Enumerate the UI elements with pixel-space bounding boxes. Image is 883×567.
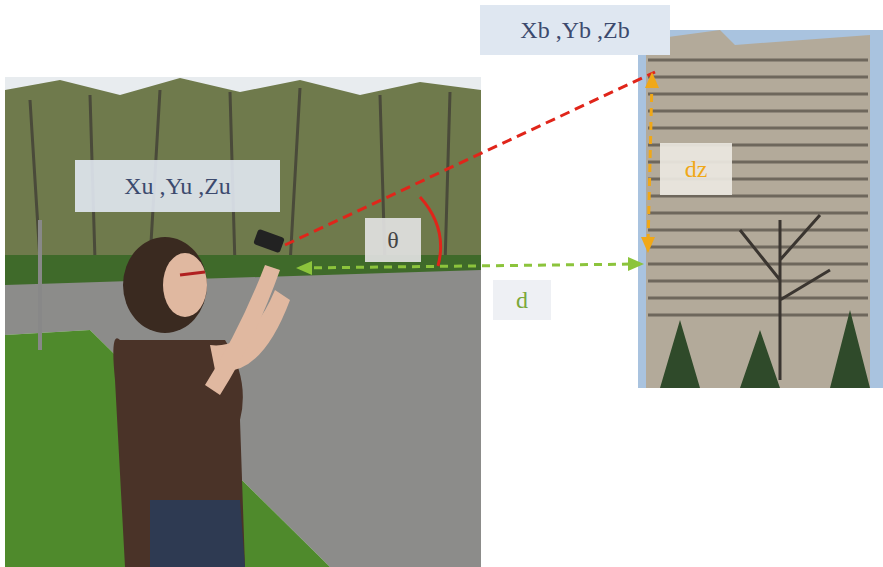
arrowheads [641, 72, 659, 253]
photo-sky [638, 30, 883, 388]
window-band [648, 59, 868, 62]
building [646, 30, 870, 388]
face [163, 253, 207, 317]
window-band [648, 229, 868, 232]
tree-trunks [30, 88, 450, 265]
label-box: Xb ,Yb ,Zb [480, 5, 670, 55]
label-text: d [516, 287, 528, 313]
phone [253, 229, 285, 254]
window-band [648, 76, 868, 79]
label-box: θ [365, 218, 421, 262]
photo-sky [5, 77, 481, 567]
window-band [648, 280, 868, 283]
post [38, 220, 42, 350]
window-band [648, 246, 868, 249]
label-text: Xu ,Yu ,Zu [124, 173, 231, 199]
road [5, 270, 481, 567]
jeans [150, 500, 245, 567]
height-line [648, 80, 652, 245]
window-band [648, 297, 868, 300]
label-box: Xu ,Yu ,Zu [75, 160, 280, 212]
label-text: θ [387, 227, 399, 253]
sight-line [285, 72, 655, 245]
arm [205, 265, 280, 395]
window-band [648, 314, 868, 317]
label-box: dz [660, 143, 732, 195]
window-bands [648, 60, 868, 315]
window-band [648, 263, 868, 266]
label-text: Xb ,Yb ,Zb [520, 17, 629, 43]
trees [660, 310, 870, 388]
hair [123, 237, 207, 333]
arrowheads [296, 257, 644, 275]
angle-arc [420, 197, 441, 266]
tree-line [5, 78, 481, 280]
window-band [648, 110, 868, 113]
label-text: dz [685, 156, 708, 182]
window-band [648, 93, 868, 96]
distance-line [300, 264, 640, 268]
bare-tree [740, 215, 830, 380]
grass [5, 330, 330, 567]
window-band [648, 127, 868, 130]
window-band [648, 212, 868, 215]
glasses [180, 272, 205, 275]
label-box: d [493, 280, 551, 320]
